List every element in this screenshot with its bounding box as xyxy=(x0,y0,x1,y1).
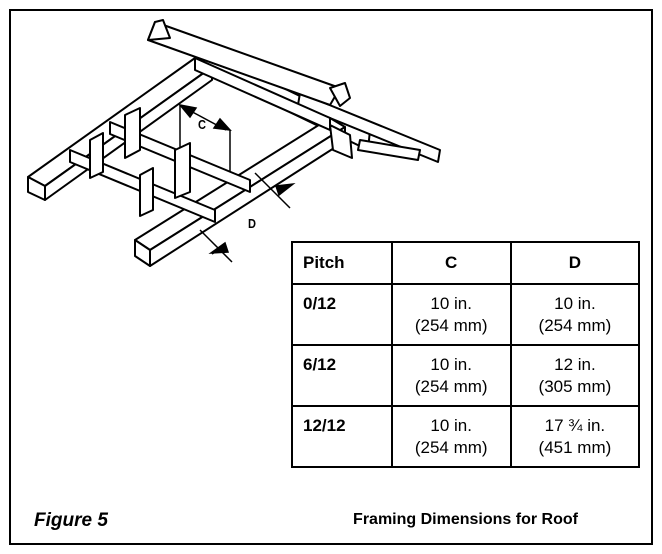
c-cell: 10 in. (254 mm) xyxy=(390,344,512,407)
table-row: 0/12 10 in. (254 mm) 10 in. (254 mm) xyxy=(291,283,641,346)
header-c: C xyxy=(390,241,512,285)
c-inches: 10 in. xyxy=(430,354,472,374)
header-d: D xyxy=(509,241,641,285)
blocking xyxy=(89,107,191,217)
d-inches: 17 ¾ in. xyxy=(544,415,606,435)
header-pitch: Pitch xyxy=(291,241,393,285)
figure-caption: Framing Dimensions for Roof xyxy=(353,511,578,528)
d-cell: 12 in. (305 mm) xyxy=(509,344,641,407)
table-row: 12/12 10 in. (254 mm) 17 ¾ in. (451 mm) xyxy=(291,405,641,468)
pitch-cell: 12/12 xyxy=(291,405,393,468)
dimension-d xyxy=(199,172,296,263)
pitch-cell: 0/12 xyxy=(291,283,393,346)
d-cell: 17 ¾ in. (451 mm) xyxy=(509,405,641,468)
figure-label: Figure 5 xyxy=(34,510,108,531)
d-inches: 12 in. xyxy=(554,354,596,374)
c-inches: 10 in. xyxy=(430,293,472,313)
c-mm: (254 mm) xyxy=(414,376,488,396)
d-mm: (305 mm) xyxy=(538,376,612,396)
d-mm: (451 mm) xyxy=(538,437,612,457)
dimension-c xyxy=(178,103,232,172)
d-inches: 10 in. xyxy=(554,293,596,313)
c-cell: 10 in. (254 mm) xyxy=(390,405,512,468)
c-cell: 10 in. (254 mm) xyxy=(390,283,512,346)
table-header-row: Pitch C D xyxy=(291,241,641,285)
dimensions-table: Pitch C D 0/12 10 in. (254 mm) 10 in. (2… xyxy=(291,241,641,468)
c-inches: 10 in. xyxy=(430,415,472,435)
d-cell: 10 in. (254 mm) xyxy=(509,283,641,346)
label-c: C xyxy=(198,117,206,132)
top-rafter xyxy=(147,19,351,107)
table-row: 6/12 10 in. (254 mm) 12 in. (305 mm) xyxy=(291,344,641,407)
c-mm: (254 mm) xyxy=(414,315,488,335)
d-mm: (254 mm) xyxy=(538,315,612,335)
pitch-cell: 6/12 xyxy=(291,344,393,407)
c-mm: (254 mm) xyxy=(414,437,488,457)
label-d: D xyxy=(248,216,256,231)
rafter-end xyxy=(329,124,353,159)
